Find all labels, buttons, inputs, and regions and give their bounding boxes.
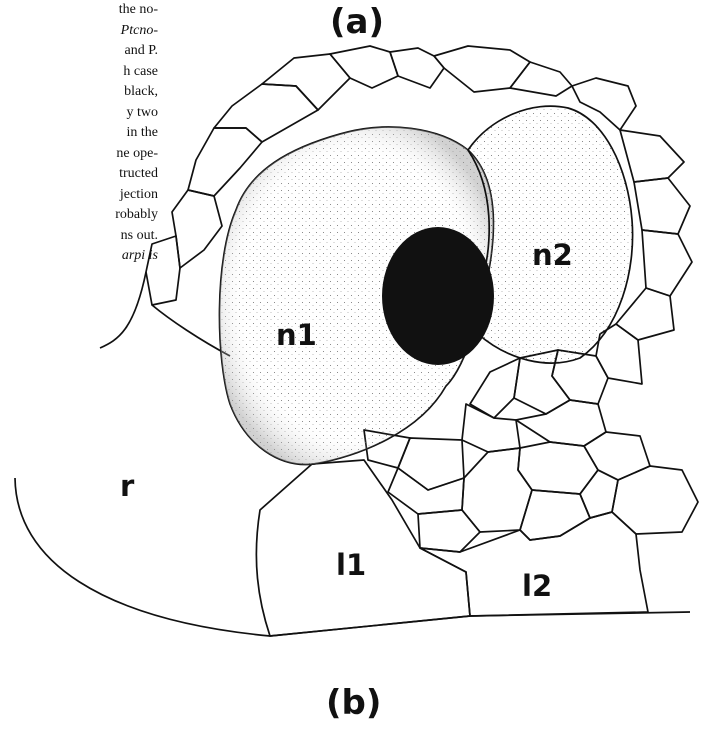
- label-l2: l2: [522, 569, 552, 603]
- outer-cell: [516, 400, 606, 446]
- outer-cell: [418, 510, 480, 552]
- outer-cell: [642, 230, 692, 296]
- outer-cell: [462, 404, 520, 452]
- label-l1: l1: [336, 548, 366, 582]
- outer-cell: [520, 490, 590, 540]
- nucleus-n2: [468, 106, 633, 363]
- outer-cell: [398, 438, 464, 490]
- body-outline: [100, 272, 146, 348]
- dark-nucleolus: [382, 227, 494, 365]
- outer-cell: [616, 288, 674, 340]
- label-r: r: [120, 469, 135, 503]
- label-n1: n1: [276, 318, 317, 352]
- outer-cell: [434, 46, 530, 92]
- outer-cell: [634, 178, 690, 234]
- body-outline: [152, 305, 230, 356]
- outer-cell: [146, 236, 180, 305]
- label-n2: n2: [532, 238, 573, 272]
- outer-cell: [584, 432, 650, 480]
- outer-cell: [580, 470, 618, 518]
- outer-cell: [388, 468, 464, 514]
- outer-cell: [172, 190, 222, 268]
- outer-cell: [330, 46, 398, 88]
- outer-cell: [620, 130, 684, 182]
- outer-cell: [462, 448, 532, 532]
- outer-cell: [510, 62, 572, 96]
- outer-cell: [390, 48, 444, 88]
